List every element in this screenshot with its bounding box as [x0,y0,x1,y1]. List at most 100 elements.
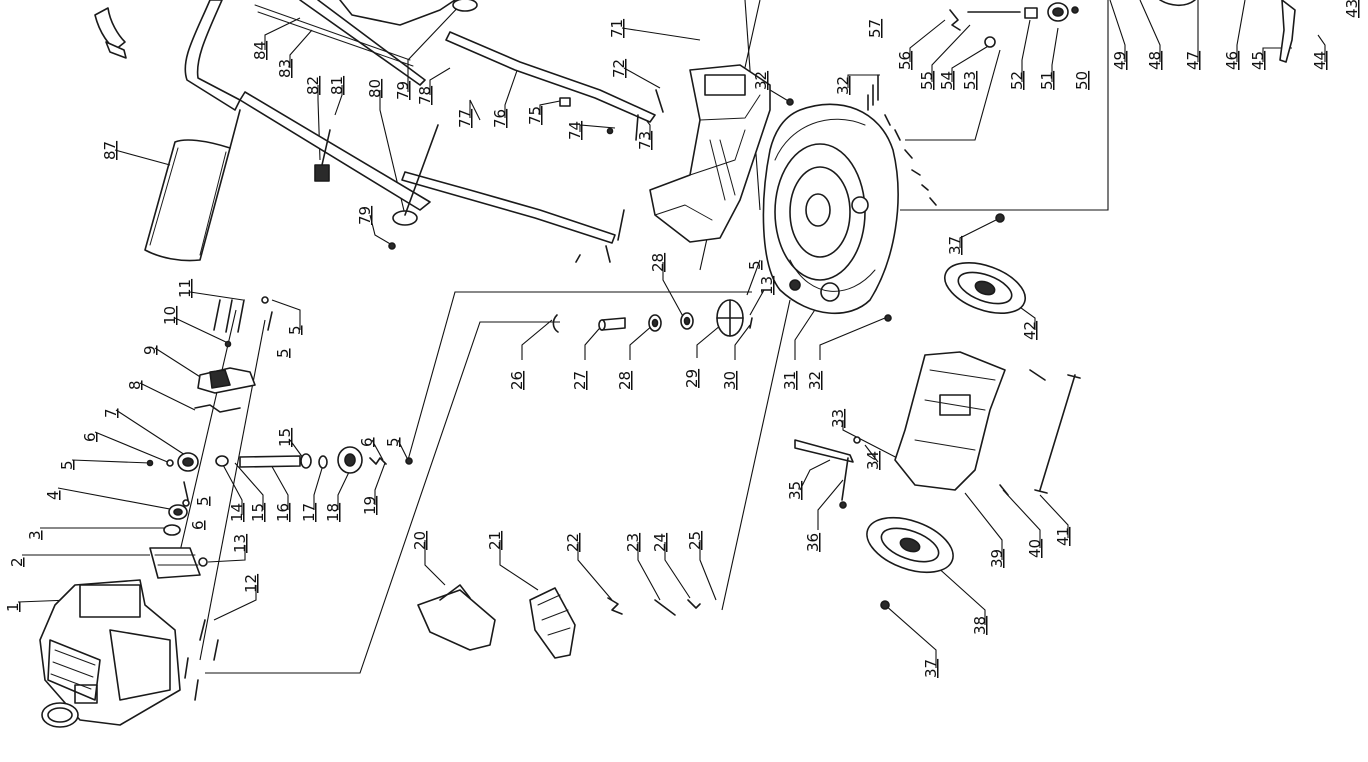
callout-c5b: 5 [286,325,304,335]
callout-c87: 87 [101,141,119,160]
leader-12 [213,585,257,621]
callout-c9: 9 [141,345,159,355]
leader-15a [234,462,264,510]
part-47 [1159,0,1196,7]
throttle-control [149,547,208,579]
callout-c6a: 6 [81,432,99,442]
cable-clip [314,129,331,182]
blade-45 [1279,0,1296,63]
callout-c50: 50 [1073,71,1091,90]
cable-24 [687,599,701,609]
callout-c5c: 5 [274,348,292,358]
leader-5a [71,459,151,464]
gear-4 [168,504,188,520]
callout-c80: 80 [366,79,384,98]
callout-c28a: 28 [616,371,634,390]
small-nut-5a [146,459,154,467]
leader-8 [139,382,196,411]
spring-56 [949,9,961,31]
ring-17 [318,455,328,469]
pulley-51 [1047,2,1069,22]
callout-c15b: 15 [276,428,294,447]
leader-6b [371,439,384,461]
bearing-15 [300,453,312,469]
callout-c23: 23 [624,533,642,552]
drive-gear-7 [177,452,199,472]
engine [39,579,181,728]
leader-lines [17,0,1326,674]
callout-c51: 51 [1038,71,1056,90]
callout-c14: 14 [228,503,246,522]
nut-50 [1071,6,1079,14]
callout-c53: 53 [961,71,979,90]
leader-38 [934,564,986,625]
leader-49 [1109,0,1126,62]
callout-c37b: 37 [922,659,940,678]
side-discharge-chute [529,587,576,659]
wheel-nut-37-bottom [880,600,890,610]
spring-19 [369,457,387,465]
callout-c40: 40 [1026,539,1044,558]
callout-c18: 18 [324,503,342,522]
leader-28a [629,324,654,360]
front-axle [1034,374,1081,494]
callout-c10: 10 [161,306,179,325]
leader-engine-bolts [199,319,266,661]
leader-79a [407,0,466,92]
pulley-18 [337,446,363,474]
callout-c42: 42 [1021,321,1039,340]
leader-32a [819,317,886,360]
wheel-nut-37-top [995,213,1005,223]
spring-22 [607,597,623,615]
leader-16 [269,462,289,510]
callout-c52: 52 [1008,71,1026,90]
handle-pins-lower [575,209,625,263]
leader-84 [264,17,301,50]
leader-21 [499,540,539,591]
leader-6a [94,431,171,464]
callout-c26: 26 [508,371,526,390]
leader-22 [577,542,613,601]
spring-8 [194,404,241,413]
callout-c17: 17 [300,503,318,522]
engine-bolts [184,619,219,701]
bolt-74 [606,127,614,135]
gearbox-bracket [197,367,256,394]
leader-engine-bolts-2 [177,309,237,561]
callout-c13b: 13 [758,276,776,295]
handle-knob-top [452,0,478,12]
callout-c56: 56 [896,51,914,70]
callout-c25: 25 [686,531,704,550]
leader-74 [579,124,616,132]
leader-line-cable-25 [721,299,791,611]
leader-11 [189,291,244,301]
callout-c1: 1 [4,602,22,612]
leader-5b [271,299,301,330]
callout-c57: 57 [866,19,884,38]
callout-c45: 45 [1249,51,1267,70]
leader-75 [539,99,566,115]
callout-c83: 83 [276,59,294,78]
leader-46 [1236,0,1246,62]
callout-c28b: 28 [649,253,667,272]
small-bolt-34 [853,436,861,444]
callout-c71: 71 [608,19,626,38]
bolt-30 [749,317,753,329]
leader-26 [521,319,553,360]
leader-line-50 [900,0,1109,211]
mulch-plug [417,584,496,651]
callout-c6c: 6 [189,520,207,530]
leader-13b [749,289,765,316]
callout-c27: 27 [571,371,589,390]
callout-c84: 84 [251,41,269,60]
bolts-11 [213,296,273,333]
callout-c22: 22 [564,533,582,552]
leader-56 [909,19,946,62]
bushing-14 [215,455,229,467]
callout-c5d: 5 [384,437,402,447]
leader-54 [951,44,991,82]
leader-14 [221,462,243,515]
callout-c47: 47 [1184,51,1202,70]
front-wheel [866,516,954,574]
